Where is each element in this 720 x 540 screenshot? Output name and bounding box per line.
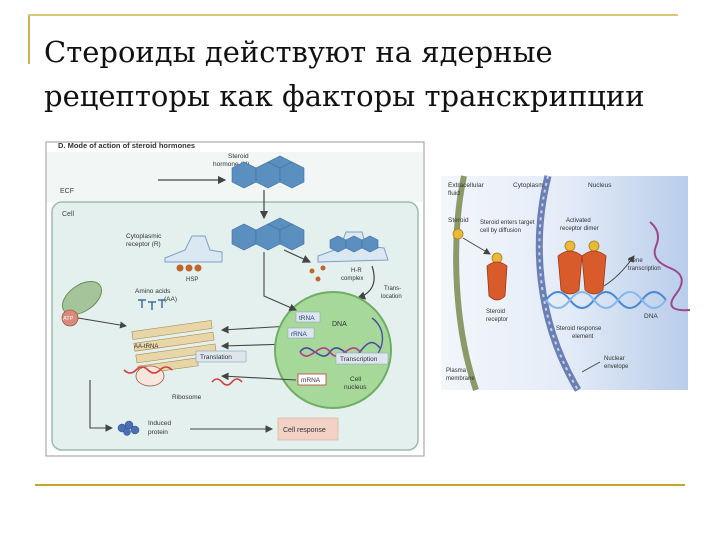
induced-protein-icon — [117, 420, 140, 436]
translocation-label-2: location — [381, 294, 402, 300]
steroid-receptor-label-1: Steroid — [486, 309, 505, 315]
nucleus-label-1: Cell — [350, 376, 362, 383]
plasma-membrane — [453, 175, 479, 391]
plasma-membrane-label-2: membrane — [446, 376, 475, 382]
nuclear-envelope-label-1: Nuclear — [604, 356, 625, 362]
dna-double-helix — [545, 291, 667, 309]
cytoplasmic-receptor-shape — [164, 235, 223, 263]
sre-label-1: Steroid response — [556, 326, 602, 332]
steroid-molecule — [452, 228, 464, 240]
mrna-export-arrow — [220, 372, 297, 381]
steroid-in-cell-icon — [231, 217, 305, 251]
enters-label-1: Steroid enters target — [480, 220, 535, 226]
cytoplasm-label: Cytoplasm — [513, 182, 544, 189]
slide-title: Стероиды действуют на ядерные рецепторы … — [44, 30, 704, 118]
steroid-action-diagram: D. Mode of action of steroid hormones EC… — [45, 141, 425, 457]
steroid-receptor-label-2: receptor — [486, 317, 508, 323]
cell-response-box — [277, 417, 339, 441]
nucleus-label: Nucleus — [588, 182, 612, 189]
ribosome-shape — [135, 365, 165, 387]
transcription-box — [335, 352, 389, 365]
plasma-membrane-label-1: Plasma — [446, 368, 467, 374]
dimer-label-1: Activated — [566, 218, 591, 224]
hormone-label-2: hormone (H) — [213, 161, 249, 168]
hormone-label-1: Steroid — [228, 153, 249, 160]
mrna-transcript — [649, 221, 691, 312]
amino-acids-label-2: (AA) — [164, 296, 177, 303]
atp-label: ATP — [63, 316, 74, 322]
nuclear-envelope-label-2: envelope — [604, 364, 629, 370]
amino-acids-label-1: Amino acids — [135, 288, 171, 295]
cell-nucleus — [274, 291, 392, 409]
slide-title-line-1: Стероиды действуют на ядерные — [44, 35, 553, 69]
trna-ladder — [131, 320, 217, 375]
hsp-label: HSP — [186, 277, 198, 283]
sre-label-2: element — [572, 334, 594, 340]
translation-box — [195, 350, 247, 363]
hr-complex-label-1: H-R — [351, 268, 362, 274]
mrna-label: mRNA — [301, 377, 321, 384]
rrna-label: rRNA — [291, 331, 308, 338]
left-diagram-heading: D. Mode of action of steroid hormones — [58, 141, 195, 150]
diffusion-arrow — [462, 237, 491, 255]
frame-line-left — [28, 14, 30, 64]
mitochondrion-shape — [61, 280, 103, 316]
cell-response-label: Cell response — [283, 427, 326, 434]
ribosome-label: Ribosome — [172, 394, 202, 401]
steroid-label: Steroid — [448, 217, 469, 224]
receptor-to-nucleus-arrow — [263, 252, 298, 311]
transcription-label: Transcription — [340, 356, 378, 363]
rrna-box — [287, 327, 315, 339]
activated-receptor-dimer — [557, 240, 607, 295]
translocation-label-1: Trans- — [384, 286, 401, 292]
slide-title-line-2: рецепторы как факторы транскрипции — [44, 79, 645, 113]
binding-arrow — [283, 249, 312, 263]
nucleus-label-2: nucleus — [344, 384, 367, 391]
induced-protein-label-1: Induced — [148, 420, 172, 427]
cell-label: Cell — [62, 211, 75, 218]
aa-trna-label: AA-tRNA — [134, 344, 158, 350]
envelope-pointer — [581, 361, 601, 373]
ecf-label-1: Extracellular — [448, 182, 485, 189]
translation-label: Translation — [200, 354, 232, 361]
frame-line-bottom — [35, 484, 685, 486]
mrna-strand-cyto — [123, 366, 173, 374]
dna-strand-b — [299, 347, 361, 357]
trna-label: tRNA — [299, 315, 315, 322]
transcription-arrow — [603, 255, 635, 287]
steroid-receptor-shape — [486, 261, 508, 301]
frame-line-top — [28, 14, 678, 16]
dna-label-right: DNA — [644, 313, 658, 320]
hr-complex-hormone-icon — [329, 235, 379, 253]
steroid-hormone-icon — [231, 155, 305, 189]
induced-protein-label-2: protein — [148, 429, 168, 436]
nuclear-receptor-diagram: Extracellular fluid Cytoplasm Nucleus St… — [441, 175, 691, 392]
dimer-label-2: receptor dimer — [560, 226, 599, 232]
dna-label: DNA — [332, 321, 347, 328]
atp-arrow — [77, 317, 127, 329]
gene-transcription-label-2: transcription — [628, 266, 661, 272]
released-hsp-dots — [309, 265, 326, 282]
receptor-label-2: receptor (R) — [126, 241, 161, 248]
translocation-arrow — [356, 265, 375, 300]
receptor-label-1: Cytoplasmic — [126, 233, 162, 240]
trna-box — [295, 311, 321, 323]
hr-complex-label-2: complex — [341, 276, 363, 282]
mrna-box — [297, 373, 327, 386]
enters-label-2: cell by diffusion — [480, 228, 521, 234]
mrna-strand-free — [211, 378, 243, 386]
ecf-label: ECF — [60, 188, 74, 195]
ecf-label-2: fluid — [448, 190, 460, 197]
amino-acid-icons — [138, 299, 166, 310]
trna-export-arrow — [220, 325, 291, 334]
nuclear-envelope-pores — [538, 175, 579, 391]
gene-transcription-label-1: Gene — [628, 258, 643, 264]
bound-steroid — [491, 252, 503, 264]
hsp-dots — [176, 264, 202, 272]
protein-path-arrow — [89, 380, 114, 432]
